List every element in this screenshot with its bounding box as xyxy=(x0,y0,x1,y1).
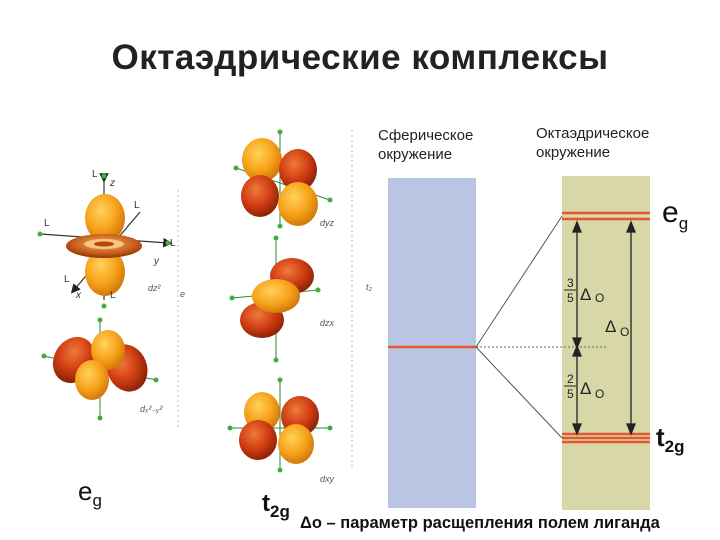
dxy-orbital xyxy=(230,380,330,470)
t2g-small-tag: t₂ xyxy=(366,282,373,292)
ligand-dots xyxy=(37,129,333,473)
splitting-arrows xyxy=(572,220,636,436)
connector-t2g xyxy=(475,346,563,439)
svg-text:L: L xyxy=(64,274,70,285)
svg-text:L: L xyxy=(92,169,98,180)
svg-text:Δ: Δ xyxy=(580,285,591,304)
caption: Δo – параметр расщепления полем лиганда xyxy=(300,514,660,532)
dyz-orbital xyxy=(235,132,331,226)
eg-orbital-group-label: eg xyxy=(78,476,102,511)
svg-text:3: 3 xyxy=(567,276,574,290)
eg-small-tag: e xyxy=(180,289,185,299)
svg-text:L: L xyxy=(170,238,176,249)
svg-text:O: O xyxy=(595,291,604,305)
spherical-environment-label: Сферическое окружение xyxy=(378,127,474,163)
svg-text:L: L xyxy=(110,290,116,301)
spherical-panel xyxy=(388,178,476,508)
axis-y-label: y xyxy=(153,256,160,267)
svg-text:5: 5 xyxy=(567,291,574,305)
dyz-tag: dyz xyxy=(320,218,335,228)
axis-z-label: z xyxy=(109,178,115,189)
axis-labels: L z L L L y L x L xyxy=(44,169,176,301)
eg-level-label: eg xyxy=(662,196,689,233)
connector-eg xyxy=(475,215,563,348)
delta-mid-label: Δ O xyxy=(605,317,629,339)
delta-lower-label: 2 5 Δ O xyxy=(564,372,604,401)
dx2y2-tag: dₓ²₋ᵧ² xyxy=(140,404,163,414)
dxy-tag: dxy xyxy=(320,474,335,484)
svg-text:Δ: Δ xyxy=(605,317,616,336)
svg-text:Δ: Δ xyxy=(580,379,591,398)
svg-text:L: L xyxy=(134,200,140,211)
dz2-orbital xyxy=(39,173,173,300)
svg-text:L: L xyxy=(44,218,50,229)
dzx-orbital xyxy=(231,238,319,360)
axis-x-label: x xyxy=(75,290,82,301)
octahedral-environment-label: Октаэдрическое окружение xyxy=(536,125,650,161)
delta-upper-label: 3 5 Δ O xyxy=(564,276,604,305)
dx2y2-orbital xyxy=(43,320,157,418)
svg-text:O: O xyxy=(595,387,604,401)
t2g-orbital-group-label: t2g xyxy=(262,490,290,521)
page-title: Октаэдрические комплексы xyxy=(111,38,609,77)
dzx-tag: dzx xyxy=(320,318,335,328)
svg-text:5: 5 xyxy=(567,387,574,401)
t2g-level-label: t2g xyxy=(656,422,685,457)
svg-text:O: O xyxy=(620,325,629,339)
dz2-tag: dz² xyxy=(148,283,162,293)
svg-text:2: 2 xyxy=(567,372,574,386)
